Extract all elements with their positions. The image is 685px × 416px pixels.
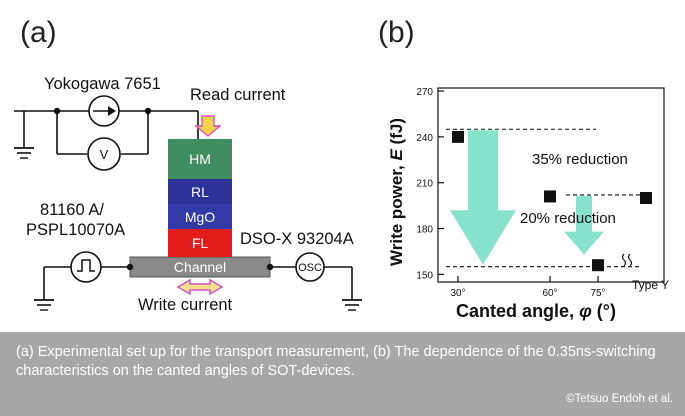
read-current-label: Read current — [190, 86, 286, 104]
data-point — [640, 191, 652, 204]
reduction-arrow-20 — [564, 195, 604, 255]
voltmeter-label: V — [100, 147, 109, 162]
write-current-label: Write current — [138, 296, 233, 314]
x-tick-label: 30° — [450, 288, 465, 299]
y-tick-label: 270 — [416, 87, 433, 98]
data-point — [592, 259, 604, 272]
reduction-arrow-35 — [450, 130, 516, 265]
data-point — [544, 190, 556, 203]
panel-a-label: (a) — [20, 16, 57, 49]
type-y-label: Type Y — [632, 278, 669, 292]
y-tick-label: 210 — [416, 179, 433, 190]
oscilloscope-symbol — [295, 252, 325, 282]
channel-label: Channel — [174, 259, 226, 275]
reduction-arrows — [450, 130, 604, 265]
layer-mgo: MgO — [168, 204, 232, 229]
pulse-generator-label-2: PSPL10070A — [26, 221, 126, 239]
pulse-generator-label-1: 81160 A/ — [40, 201, 104, 219]
x-axis-title: Canted angle, φ (°) — [456, 301, 616, 321]
x-axis-ticks: 30° 60° 75° — [450, 276, 606, 299]
y-tick-label: 240 — [416, 133, 433, 144]
pulse-generator-symbol — [70, 251, 102, 283]
write-current-arrow — [176, 278, 224, 296]
data-points — [452, 130, 652, 272]
x-tick-label: 60° — [542, 288, 557, 299]
y-axis-title: Write power, E (fJ) — [387, 118, 406, 266]
osc-label: OSC — [298, 262, 322, 274]
x-tick-label: 75° — [590, 288, 605, 299]
setup-schematic: V OSC Channel — [14, 95, 362, 311]
scope-label: DSO-X 93204A — [240, 230, 354, 248]
figure-caption: (a) Experimental set up for the transpor… — [16, 344, 656, 379]
layer-rl: RL — [168, 179, 232, 204]
voltmeter-symbol — [87, 137, 121, 171]
panel-b-label: (b) — [378, 16, 415, 49]
yokogawa-label: Yokogawa 7651 — [44, 75, 161, 93]
reference-lines — [446, 128, 642, 268]
data-point — [452, 130, 464, 143]
annotation-35: 35% reduction — [532, 151, 628, 168]
y-tick-label: 150 — [416, 270, 433, 281]
layer-fl: FL — [168, 229, 232, 257]
plot-frame — [437, 87, 665, 283]
write-power-chart: Write power, E (fJ) 150 180 210 240 270 30° 6… — [387, 87, 669, 321]
caption-band — [0, 332, 685, 416]
credit-text: ©Tetsuo Endoh et al. — [566, 393, 673, 405]
y-tick-label: 180 — [416, 225, 433, 236]
read-current-arrow — [194, 115, 222, 137]
y-axis-ticks: 150 180 210 240 270 — [416, 87, 444, 281]
layer-hm: HM — [168, 139, 232, 179]
annotation-20: 20% reduction — [520, 210, 616, 227]
